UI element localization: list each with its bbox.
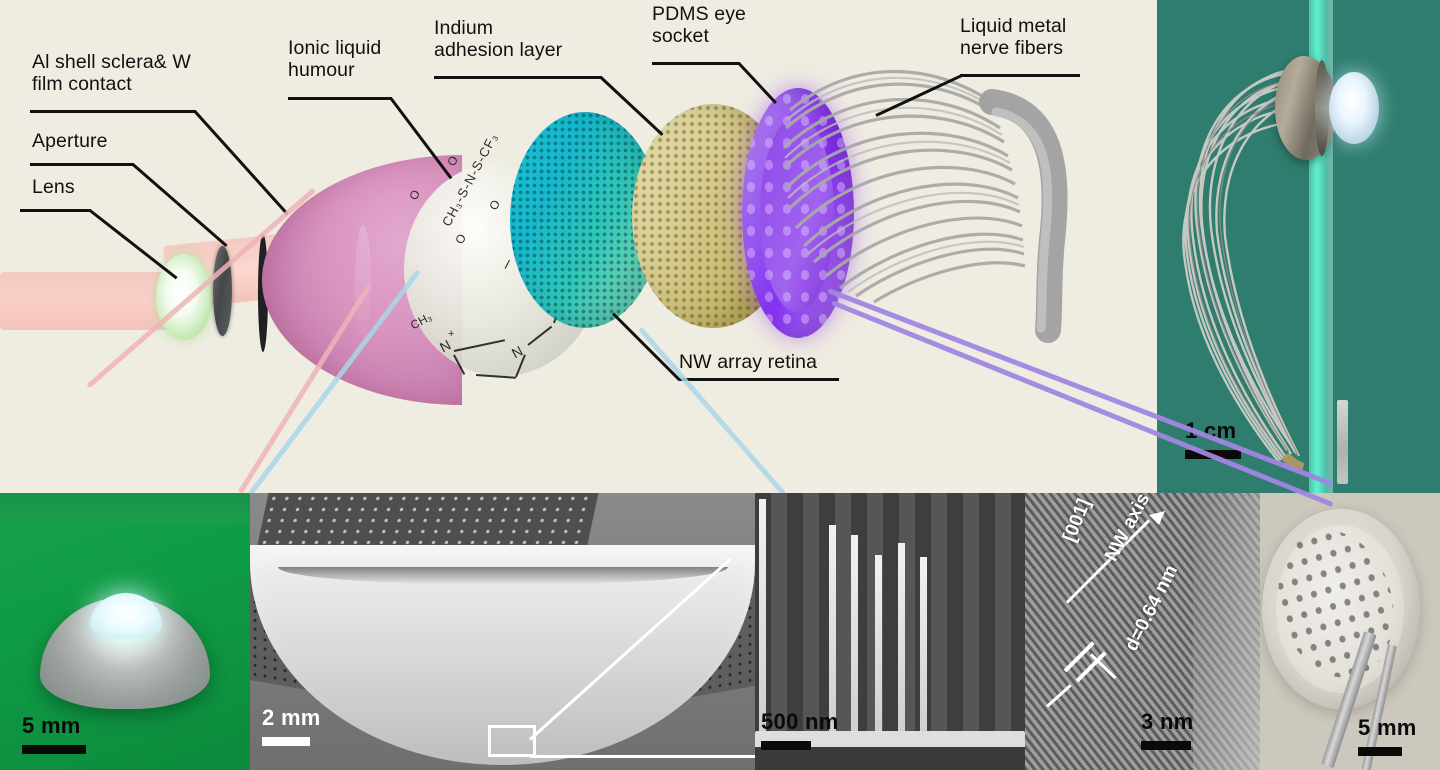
molecule-anion: CH₃-S-N-S-CF₃ — [438, 130, 501, 229]
molecule-cation-methyl: CH₃ — [408, 309, 435, 333]
label-al-shell-text: Al shell sclera& W film contact — [32, 51, 191, 95]
label-nw-retina: NW array retina — [679, 351, 818, 374]
exploded-schematic: CH₃-S-N-S-CF₃ O O O O – CH₃ N + N CH₃ — [0, 3, 1100, 493]
sem-callout-line-bottom — [530, 755, 755, 758]
panel-tem-lattice: [001] NW axis d=0.64 nm 3 nm — [1025, 493, 1260, 770]
scalebar-500nm-text: 500 nm — [761, 709, 839, 734]
scalebar-500nm-bar — [761, 741, 811, 750]
molecule-anion-o3: O — [452, 231, 470, 247]
panel-sem-nanowires: 500 nm — [755, 493, 1025, 770]
nw-axis-arrowhead — [1149, 511, 1165, 525]
label-lens: Lens — [32, 176, 75, 199]
nerve-fiber-svg — [782, 69, 1068, 343]
leader-line-ionic — [288, 97, 392, 100]
label-lens-text: Lens — [32, 176, 75, 198]
nerve-wire-bundle — [1182, 66, 1316, 470]
scalebar-5mm-right-text: 5 mm — [1358, 715, 1417, 740]
label-liquid-metal-text: Liquid metal nerve fibers — [960, 15, 1067, 59]
nanowire — [920, 557, 927, 731]
leader-line-aperture-diag — [132, 163, 228, 247]
label-liquid-metal: Liquid metal nerve fibers — [960, 15, 1067, 59]
dome-glow-cap — [90, 593, 162, 639]
label-indium-text: Indium adhesion layer — [434, 17, 563, 61]
leader-line-aperture — [30, 163, 134, 166]
scalebar-5mm-left: 5 mm — [22, 713, 86, 754]
scalebar-3nm-text: 3 nm — [1141, 709, 1194, 734]
panel-lens-photo: 5 mm — [0, 493, 250, 770]
sem-membrane-dark-edge — [278, 567, 728, 585]
scalebar-2mm-text: 2 mm — [262, 705, 321, 730]
scalebar-5mm-right: 5 mm — [1358, 715, 1417, 756]
leader-line-al-shell-diag — [193, 110, 289, 216]
molecule-bond — [527, 325, 553, 346]
sem-template-background — [755, 493, 1025, 770]
label-pdms-socket: PDMS eye socket — [652, 3, 746, 47]
label-pdms-socket-text: PDMS eye socket — [652, 3, 746, 47]
scalebar-2mm: 2 mm — [262, 705, 321, 746]
label-al-shell: Al shell sclera& W film contact — [32, 51, 191, 95]
scalebar-3nm-bar — [1141, 741, 1191, 750]
molecule-anion-o4: O — [486, 197, 504, 213]
nanowire — [759, 499, 766, 731]
scalebar-5mm-left-bar — [22, 745, 86, 754]
green-substrate-top — [0, 493, 250, 525]
leader-line-nw-retina-diag — [611, 312, 681, 382]
label-aperture: Aperture — [32, 130, 108, 153]
nanowire — [851, 535, 858, 731]
connector-tip — [1337, 400, 1348, 484]
label-nw-retina-text: NW array retina — [679, 351, 818, 373]
bottom-panel-strip: 5 mm 2 mm — [0, 493, 1440, 770]
leader-line-nw-retina — [679, 378, 839, 381]
scalebar-2mm-bar — [262, 737, 310, 746]
light-beam-segment-left — [0, 272, 170, 330]
leader-line-pdms — [652, 62, 740, 65]
scalebar-500nm: 500 nm — [761, 709, 839, 750]
nanowire-substrate — [755, 747, 1025, 770]
scalebar-5mm-left-text: 5 mm — [22, 713, 81, 738]
nanowire — [875, 555, 882, 731]
panel-pdms-socket-photo: 5 mm — [1260, 493, 1440, 770]
molecule-bond — [475, 374, 516, 379]
sem-zoom-callout-box — [488, 725, 536, 757]
molecule-bond — [453, 339, 506, 352]
liquid-metal-nerve-fibers — [760, 40, 1100, 370]
shell-rim-highlight — [355, 225, 371, 340]
nanowire — [829, 525, 836, 731]
nanowire — [898, 543, 905, 731]
label-indium: Indium adhesion layer — [434, 17, 563, 61]
label-ionic-liquid: Ionic liquid humour — [288, 37, 382, 81]
scalebar-3nm: 3 nm — [1141, 709, 1194, 750]
leader-line-al-shell — [30, 110, 196, 113]
leader-line-lens-diag — [89, 209, 178, 280]
leader-line-liquid-metal — [960, 74, 1080, 77]
panel-sem-hemisphere: 2 mm — [250, 493, 755, 770]
glass-slide-edge — [1327, 0, 1333, 493]
nanowire-base-layer — [755, 731, 1025, 749]
tem-amorphous-edge — [1193, 493, 1260, 770]
device-head-rim — [1315, 60, 1329, 156]
scalebar-5mm-right-bar — [1358, 747, 1402, 756]
molecule-cation-plus: + — [448, 328, 455, 340]
panel-device-photo: 1 cm — [1157, 0, 1440, 493]
label-ionic-liquid-text: Ionic liquid humour — [288, 37, 382, 81]
illuminated-lens — [1329, 72, 1379, 144]
leader-line-lens — [20, 209, 91, 212]
leader-line-indium — [434, 76, 602, 79]
label-aperture-text: Aperture — [32, 130, 108, 152]
